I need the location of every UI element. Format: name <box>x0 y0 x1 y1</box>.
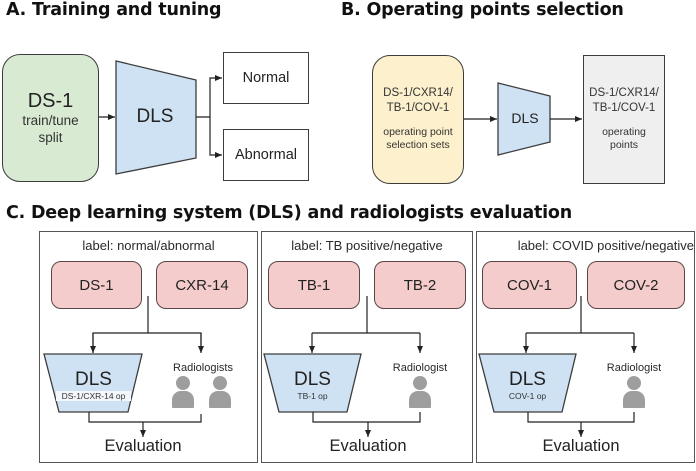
panel-3-result: Evaluation <box>542 437 620 455</box>
panel-2-model-label: DLS <box>294 369 331 390</box>
panel-3-model-shape <box>478 353 577 413</box>
panel-3-dataset-2: COV-2 <box>587 261 685 309</box>
panel-3-label: label: COVID positive/negative <box>517 238 694 253</box>
panel-2-dataset-1-label: TB-1 <box>297 276 331 294</box>
section-a-model-label: DLS <box>136 106 174 127</box>
section-b-model-shape <box>497 82 551 156</box>
panel-2-readers-label: Radiologist <box>392 362 448 374</box>
section-b-input-desc2: selection sets <box>386 139 450 152</box>
panel-2-model-shape <box>263 353 362 413</box>
output-normal-label: Normal <box>242 70 290 86</box>
section-c-title: C. Deep learning system (DLS) and radiol… <box>6 203 572 223</box>
section-b-output-desc1: operating <box>602 125 646 138</box>
panel-1-label: label: normal/abnormal <box>82 238 215 253</box>
panel-3-dataset-2-label: COV-2 <box>613 276 659 294</box>
panel-2-merge-arrows <box>312 412 421 423</box>
section-a-output-normal: Normal <box>223 52 309 104</box>
section-b-title: B. Operating points selection <box>341 0 624 20</box>
panel-1-dataset-2: CXR-14 <box>156 261 248 309</box>
panel-1-readers-label: Radiologists <box>173 362 233 374</box>
panel-1-merge-arrows <box>88 412 202 423</box>
panel-3-merge-arrows <box>527 412 635 423</box>
panel-2-dataset-2: TB-2 <box>374 261 466 309</box>
panel-2-dataset-2-label: TB-2 <box>403 276 437 294</box>
section-b-input-desc1: operating point <box>383 125 453 138</box>
panel-3-dataset-1: COV-1 <box>482 261 577 309</box>
section-b-input-sets: DS-1/CXR14/ TB-1/COV-1 operating point s… <box>372 55 464 184</box>
arrow-a-model-to-abnormal <box>209 117 222 158</box>
section-b-output-line2: TB-1/COV-1 <box>592 101 656 114</box>
panel-1-model-op: DS-1/CXR-14 op <box>56 391 131 401</box>
section-a-input-name: DS-1 <box>27 89 74 112</box>
section-a-input-dataset: DS-1 train/tune split <box>2 54 99 182</box>
output-abnormal-label: Abnormal <box>234 147 298 163</box>
arrow-a-model-to-normal <box>196 75 222 118</box>
panel-1-dataset-2-label: CXR-14 <box>175 276 229 294</box>
panel-1-result: Evaluation <box>104 437 182 455</box>
section-b-output-line1: DS-1/CXR14/ <box>589 86 659 99</box>
panel-3-readers-label: Radiologist <box>606 362 662 374</box>
section-a-title: A. Training and tuning <box>6 0 222 20</box>
section-b-input-line1: DS-1/CXR14/ <box>383 86 453 99</box>
panel-3-dataset-1-label: COV-1 <box>506 276 552 294</box>
section-b-output-desc2: points <box>609 139 639 152</box>
section-a-output-abnormal: Abnormal <box>223 129 309 181</box>
radiologist-icon <box>409 376 431 408</box>
panel-1-model-label: DLS <box>75 369 112 390</box>
section-a-input-sub2: split <box>38 129 63 145</box>
panel-2-label: label: TB positive/negative <box>291 238 443 253</box>
panel-2-result: Evaluation <box>329 437 407 455</box>
section-b-model-label: DLS <box>511 110 539 126</box>
panel-3-model-op: COV-1 op <box>508 391 547 401</box>
panel-2-model-op: TB-1 op <box>297 391 328 401</box>
panel-1-split-arrows <box>92 332 202 353</box>
section-b-input-line2: TB-1/COV-1 <box>386 101 450 114</box>
section-a-model-shape <box>115 60 197 175</box>
section-b-output-points: DS-1/CXR14/ TB-1/COV-1 operating points <box>583 55 665 184</box>
radiologist-icon <box>623 376 645 408</box>
panel-2-dataset-1: TB-1 <box>268 261 360 309</box>
radiologist-icon <box>209 376 231 408</box>
panel-1-dataset-1-label: DS-1 <box>79 276 114 294</box>
radiologist-icon <box>172 376 194 408</box>
section-a-input-sub1: train/tune <box>22 112 79 128</box>
panel-3-model-label: DLS <box>509 369 546 390</box>
panel-1-dataset-1: DS-1 <box>51 261 142 309</box>
